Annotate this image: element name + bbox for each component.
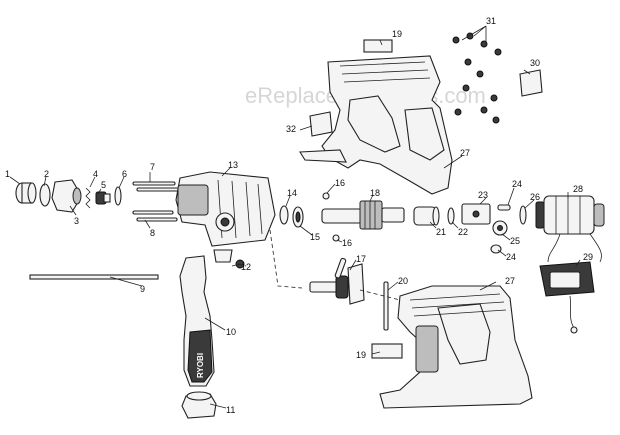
callout-5: 5 <box>101 180 106 190</box>
part-14-washer <box>279 205 289 225</box>
part-23-piston <box>461 203 491 225</box>
callout-15: 15 <box>310 232 320 242</box>
part-4-spring <box>85 187 91 209</box>
part-1-cap <box>15 182 37 204</box>
part-29-switch <box>539 261 595 334</box>
callout-14: 14 <box>287 188 297 198</box>
part-9-depth-rod <box>29 274 159 280</box>
assembly-line-b <box>359 289 401 301</box>
part-5-bit-holder <box>95 191 111 205</box>
part-19-label-bottom <box>371 343 403 359</box>
motor-wire-a <box>547 233 561 263</box>
callout-16-top: 16 <box>335 178 345 188</box>
part-16-ball-top <box>322 192 330 200</box>
part-27-housing-half-bottom <box>379 285 533 409</box>
part-18-spindle <box>321 200 405 230</box>
part-28-motor <box>535 195 605 235</box>
part-16-ball-bottom <box>332 234 340 242</box>
callout-17: 17 <box>356 254 366 264</box>
callout-25: 25 <box>510 236 520 246</box>
callout-28: 28 <box>573 184 583 194</box>
callout-7: 7 <box>150 162 155 172</box>
callout-27-top: 27 <box>460 148 470 158</box>
callout-19-bottom: 19 <box>356 350 366 360</box>
callout-18: 18 <box>370 188 380 198</box>
part-13-gear-housing <box>175 171 276 247</box>
part-21-cylinder <box>413 206 440 226</box>
callout-11: 11 <box>226 405 235 415</box>
part-30-label <box>519 69 543 97</box>
part-24-pin-bottom <box>490 244 502 254</box>
part-10-side-handle: RYOBI <box>179 255 215 387</box>
callout-30: 30 <box>530 58 540 68</box>
callout-1: 1 <box>5 169 10 179</box>
leader-lines <box>9 25 581 409</box>
callout-4: 4 <box>93 169 98 179</box>
callout-21: 21 <box>436 227 446 237</box>
callout-29: 29 <box>583 252 593 262</box>
callout-20: 20 <box>398 276 408 286</box>
part-7-pins <box>132 181 180 192</box>
callout-27-bottom: 27 <box>505 276 515 286</box>
assembly-line-a <box>269 229 303 289</box>
callout-24-top: 24 <box>512 179 522 189</box>
part-31-screws <box>452 32 502 124</box>
part-2-ring <box>39 183 51 207</box>
part-12-lever <box>213 249 245 269</box>
callout-16-bottom: 16 <box>342 238 352 248</box>
callout-32: 32 <box>286 124 296 134</box>
callout-22: 22 <box>458 227 468 237</box>
callout-23: 23 <box>478 190 488 200</box>
part-26-washer <box>519 205 527 225</box>
callout-26: 26 <box>530 192 540 202</box>
part-8-pins <box>132 210 178 222</box>
part-25-link <box>492 220 508 236</box>
part-20-pin <box>383 281 389 331</box>
callout-13: 13 <box>228 160 238 170</box>
part-24-pin-top <box>497 204 511 211</box>
callout-9: 9 <box>140 284 145 294</box>
callout-24-bottom: 24 <box>506 252 516 262</box>
handle-brand-text: RYOBI <box>196 353 205 378</box>
part-32-label <box>309 111 333 137</box>
part-15-bearing <box>292 206 304 228</box>
part-22-ring <box>447 207 455 225</box>
callout-19-top: 19 <box>392 29 402 39</box>
callout-10: 10 <box>226 327 236 337</box>
callout-numbers: 1 2 3 4 5 6 7 8 9 10 11 12 13 14 15 16 1… <box>5 16 593 415</box>
part-19-label-top <box>363 39 393 53</box>
part-17-crank <box>309 257 365 305</box>
part-11-end-cap <box>181 391 217 419</box>
callout-2: 2 <box>44 169 49 179</box>
callout-6: 6 <box>122 169 127 179</box>
callout-12: 12 <box>241 262 251 272</box>
part-6-washer <box>114 186 122 206</box>
callout-3: 3 <box>74 216 79 226</box>
callout-8: 8 <box>150 228 155 238</box>
part-3-collar <box>51 179 82 213</box>
callout-31: 31 <box>486 16 496 26</box>
motor-wire-b <box>589 233 602 263</box>
part-27-housing-half-top <box>299 55 453 195</box>
